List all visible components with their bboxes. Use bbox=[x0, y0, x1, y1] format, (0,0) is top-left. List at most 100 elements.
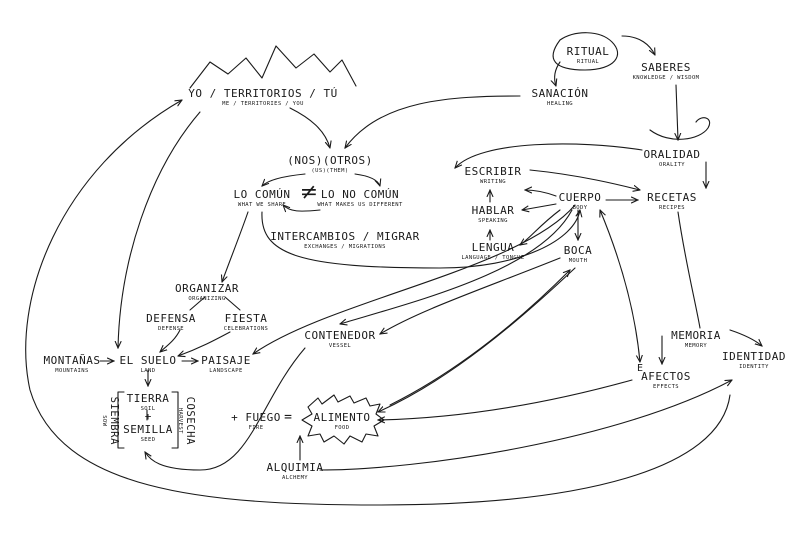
arrow-cuerpo-to-paisaje bbox=[253, 204, 576, 354]
node-translation: WHAT WE SHARE bbox=[237, 201, 287, 208]
afectos-extra-letter: E bbox=[636, 363, 644, 374]
arrow-cuerpo-to-lengua bbox=[520, 209, 561, 245]
node-label: CONTENEDOR bbox=[304, 329, 376, 342]
node-label: LENGUA bbox=[471, 241, 515, 254]
arrow-escribir-to-recetas bbox=[529, 169, 640, 190]
node-label: ORALIDAD bbox=[643, 148, 701, 161]
node-label: HABLAR bbox=[471, 204, 515, 217]
node-translation: FOOD bbox=[334, 424, 350, 431]
arrow-intercambios-loop bbox=[261, 210, 580, 269]
node-hablar: HABLAR SPEAKING bbox=[472, 205, 515, 224]
node-label: FIESTA bbox=[224, 312, 268, 325]
plus-symbol: + bbox=[144, 410, 152, 423]
arrow-bottom-to-identidad bbox=[319, 380, 732, 471]
arrow-afectos-to-alimento bbox=[378, 379, 633, 420]
node-label: ALQUIMIA bbox=[266, 461, 324, 474]
node-label: DEFENSA bbox=[146, 312, 196, 325]
arrow-contenedor-to-semilla bbox=[145, 347, 306, 471]
node-fiesta: FIESTA CELEBRATIONS bbox=[224, 313, 269, 332]
equals-symbol: = bbox=[284, 410, 292, 425]
node-translation: MOUNTAINS bbox=[55, 367, 89, 374]
node-label: BOCA bbox=[563, 244, 593, 257]
node-lo-comun: LO COMÚN WHAT WE SHARE bbox=[234, 189, 291, 208]
line-organizar-branch bbox=[189, 296, 241, 311]
node-translation: ORALITY bbox=[659, 161, 685, 168]
node-label: TIERRA bbox=[126, 392, 170, 405]
node-translation: LANGUAGE / TONGUE bbox=[461, 254, 525, 261]
node-translation: (US)(THEM) bbox=[311, 167, 349, 174]
node-escribir: ESCRIBIR WRITING bbox=[465, 166, 522, 185]
node-translation: FIRE bbox=[248, 424, 264, 431]
node-afectos: AFECTOS EFFECTS bbox=[641, 371, 691, 390]
node-label: RECETAS bbox=[647, 191, 697, 204]
node-intercambios: INTERCAMBIOS / MIGRAR EXCHANGES / MIGRAT… bbox=[270, 231, 420, 250]
arrow-nosotros-to-locomun bbox=[262, 173, 306, 186]
node-translation: RITUAL bbox=[576, 58, 600, 65]
node-defensa: DEFENSA DEFENSE bbox=[146, 313, 196, 332]
node-cosecha: COSECHA HARVEST bbox=[177, 391, 196, 451]
node-label: MONTAÑAS bbox=[43, 354, 101, 367]
node-label: CUERPO bbox=[558, 191, 602, 204]
bracket-left bbox=[117, 391, 125, 449]
arrow-nosotros-to-lonocomun bbox=[354, 173, 380, 186]
node-translation: MOUTH bbox=[568, 257, 588, 264]
node-label: SEMILLA bbox=[123, 423, 173, 436]
node-lengua: LENGUA LANGUAGE / TONGUE bbox=[461, 242, 524, 261]
arrow-ritual-to-sanacion bbox=[555, 61, 561, 86]
node-alimento: ALIMENTO FOOD bbox=[314, 412, 371, 431]
arrow-lonocomun-to-locomun bbox=[283, 205, 321, 211]
node-nos-otros: (NOS)(OTROS) (US)(THEM) bbox=[287, 155, 372, 174]
arrow-cuerpo-to-afectos bbox=[600, 210, 640, 362]
arrow-defensa-to-suelo bbox=[160, 329, 181, 352]
node-memoria: MEMORIA MEMORY bbox=[671, 330, 721, 349]
node-translation: EFFECTS bbox=[653, 383, 679, 390]
arrow-memoria-to-identidad bbox=[729, 329, 762, 346]
node-translation: SPEAKING bbox=[478, 217, 508, 224]
node-semilla: SEMILLA SEED bbox=[123, 424, 173, 443]
ritual-loop bbox=[552, 32, 618, 71]
node-yo-territorios: YO / TERRITORIOS / TÚ ME / TERRITORIES /… bbox=[188, 88, 338, 107]
node-translation: LANDSCAPE bbox=[209, 367, 243, 374]
node-label: RITUAL bbox=[566, 45, 610, 58]
node-label: YO / TERRITORIOS / TÚ bbox=[188, 87, 338, 100]
arrow-boca-to-alimento bbox=[378, 267, 576, 413]
node-ritual: RITUAL RITUAL bbox=[567, 46, 610, 65]
arrow-saberes-to-oralidad bbox=[676, 84, 678, 140]
node-translation: DEFENSE bbox=[158, 325, 184, 332]
node-translation: LAND bbox=[140, 367, 156, 374]
node-label: LO COMÚN bbox=[233, 188, 291, 201]
node-translation: KNOWLEDGE / WISDOM bbox=[632, 74, 700, 81]
node-translation: CELEBRATIONS bbox=[223, 325, 269, 332]
arrow-ritual-to-saberes bbox=[621, 35, 655, 55]
arrow-yo-to-suelo bbox=[118, 111, 201, 348]
node-alquimia: ALQUIMIA ALCHEMY bbox=[267, 462, 324, 481]
mountain-range-drawing bbox=[189, 45, 357, 89]
curl-decoration bbox=[649, 117, 711, 140]
node-tierra: TIERRA SOIL bbox=[127, 393, 170, 412]
node-label: SANACIÓN bbox=[531, 87, 589, 100]
node-lo-no-comun: LO NO COMÚN WHAT MAKES US DIFFERENT bbox=[317, 189, 402, 208]
node-translation: BODY bbox=[572, 204, 588, 211]
node-boca: BOCA MOUTH bbox=[564, 245, 593, 264]
node-el-suelo: EL SUELO LAND bbox=[120, 355, 177, 374]
node-label: ALIMENTO bbox=[313, 411, 371, 424]
node-label: + FUEGO bbox=[231, 411, 281, 424]
node-label: MEMORIA bbox=[671, 329, 721, 342]
node-label: SIEMBRA bbox=[107, 396, 120, 446]
arrow-recetas-to-memoria bbox=[677, 211, 701, 329]
arrow-big-left-loop bbox=[25, 100, 731, 506]
arrow-fiesta-to-suelo bbox=[178, 331, 231, 356]
node-montanas: MONTAÑAS MOUNTAINS bbox=[44, 355, 101, 374]
node-label: SABERES bbox=[641, 61, 691, 74]
node-organizar: ORGANIZAR ORGANIZING bbox=[175, 283, 239, 302]
bracket-right bbox=[171, 391, 179, 449]
node-sanacion: SANACIÓN HEALING bbox=[532, 88, 589, 107]
node-translation: VESSEL bbox=[328, 342, 352, 349]
node-label: IDENTIDAD bbox=[721, 350, 787, 363]
node-label: EL SUELO bbox=[119, 354, 177, 367]
node-label: ORGANIZAR bbox=[174, 282, 240, 295]
node-oralidad: ORALIDAD ORALITY bbox=[644, 149, 701, 168]
arrow-locomun-to-organizar bbox=[222, 211, 249, 282]
node-siembra: SIEMBRA SOW bbox=[101, 391, 120, 451]
